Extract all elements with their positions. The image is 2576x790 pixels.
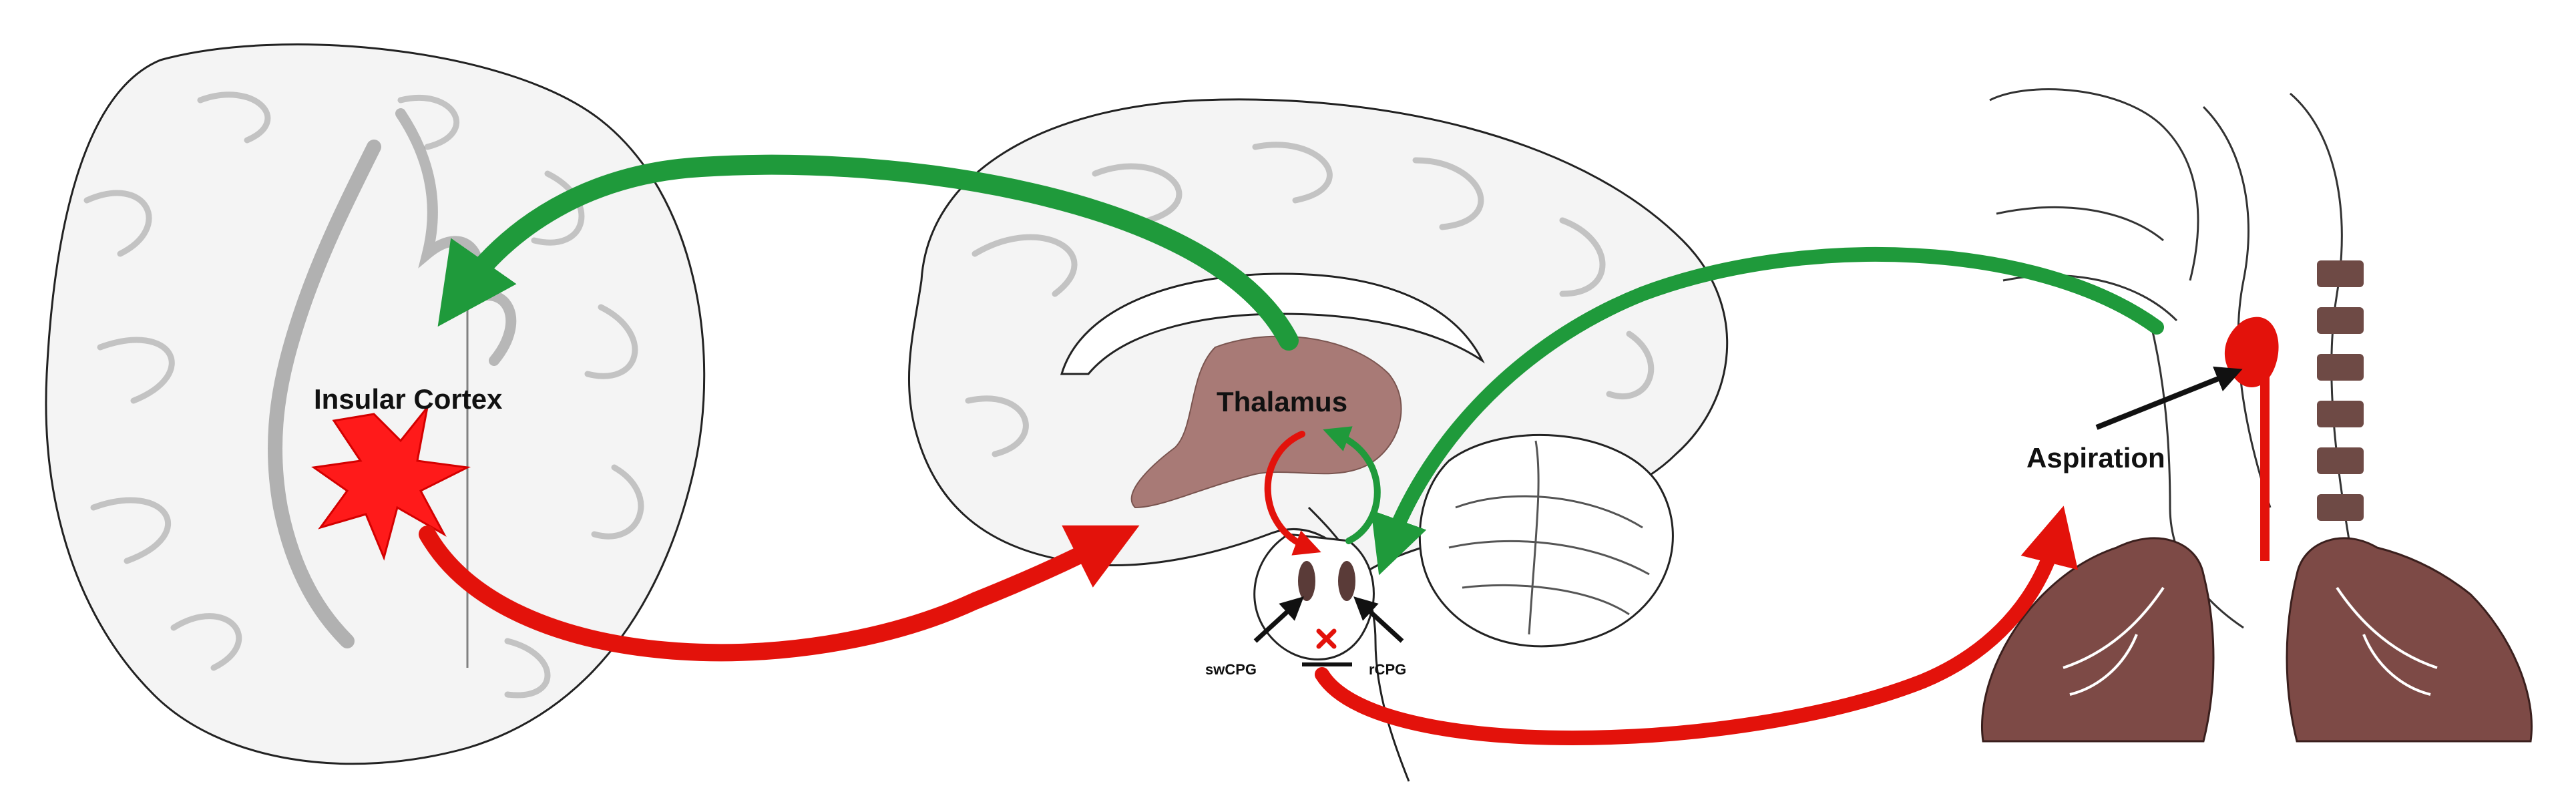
cpg-to-lungs-red-arrow — [1315, 506, 2078, 745]
aspiration-label: Aspiration — [2026, 442, 2165, 473]
rcpg-nucleus — [1338, 561, 1355, 601]
swcpg-pointer-arrow — [1253, 596, 1304, 643]
right-lung — [2286, 537, 2533, 743]
insula-to-brainstem-red-arrow — [419, 525, 1140, 662]
thalamus-label: Thalamus — [1217, 386, 1347, 417]
vertebral-column — [2317, 260, 2364, 521]
left-lung — [1981, 537, 2215, 743]
aspiration-pointer-arrow — [2095, 366, 2243, 430]
insular-cortex-label: Insular Cortex — [314, 383, 503, 415]
airway-to-brainstem-green-arrow — [1371, 247, 2164, 576]
thalamus-to-cpg-red-arrow — [1264, 431, 1321, 556]
thalamus-to-insula-green-arrow — [437, 154, 1299, 351]
x-mark-icon — [1316, 628, 1337, 649]
cpg-to-thalamus-green-arrow — [1323, 426, 1381, 544]
starburst-icon — [311, 407, 471, 561]
rcpg-pointer-arrow — [1353, 596, 1404, 643]
swcpg-label: swCPG — [1205, 661, 1257, 678]
rcpg-label: rCPG — [1369, 661, 1406, 678]
swcpg-nucleus — [1298, 561, 1315, 601]
